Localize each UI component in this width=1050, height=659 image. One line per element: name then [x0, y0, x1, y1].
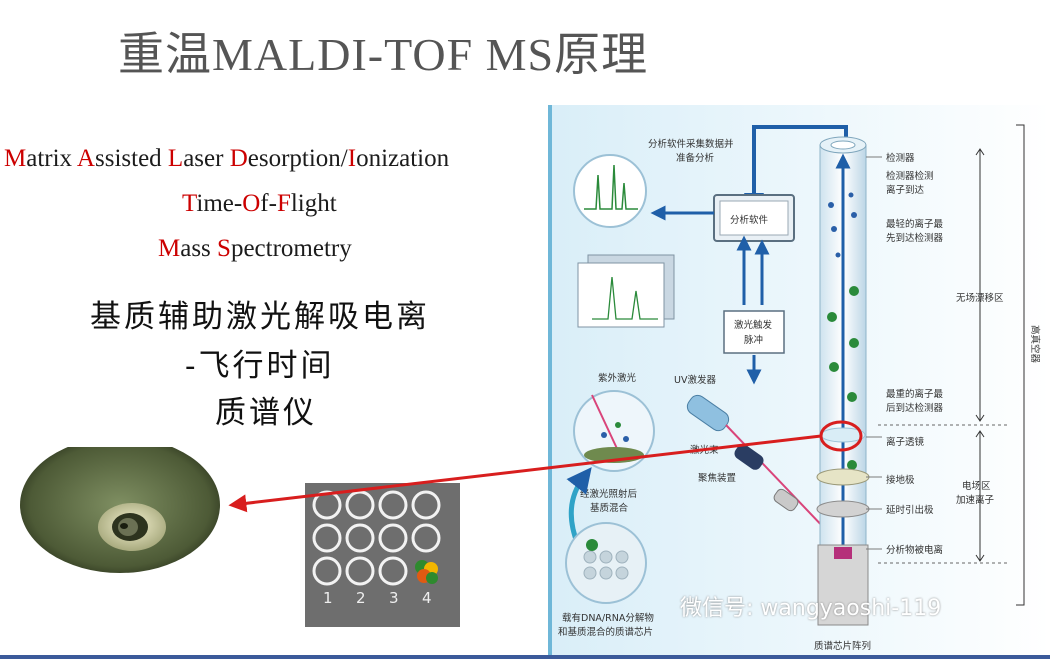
- label-detector-arrive-2: 离子到达: [886, 184, 925, 196]
- chinese-line-1: 基质辅助激光解吸电离: [90, 299, 430, 335]
- label-ionized: 分析物被电离: [886, 544, 943, 556]
- label-accel-2: 加速离子: [956, 494, 995, 506]
- label-software: 分析软件: [730, 214, 769, 226]
- english-line3-segment: S: [217, 235, 231, 262]
- english-line3-segment: ass: [180, 235, 218, 262]
- label-detector-arrive-1: 检测器检测: [886, 170, 934, 182]
- label-detector: 检测器: [886, 152, 915, 164]
- english-line2-segment: f-: [260, 190, 277, 217]
- sample-plate-image: 1 2 3 4: [305, 483, 460, 627]
- sample-spot-photo: [20, 447, 226, 575]
- label-irradiated-1: 经激光照射后: [580, 488, 638, 500]
- callout-arrow: [228, 434, 822, 513]
- english-line1-segment: M: [4, 145, 27, 172]
- english-line1-segment: ssisted: [94, 145, 168, 172]
- label-chip-holder: 质谱芯片阵列: [814, 640, 871, 652]
- english-line2-segment: T: [182, 190, 197, 217]
- label-accel-1: 电场区: [962, 480, 991, 492]
- english-line-maldi: Matrix Assisted Laser Desorption/Ionizat…: [4, 145, 449, 173]
- label-collect-1: 分析软件采集数据并: [648, 138, 734, 150]
- label-chip-2: 和基质混合的质谱芯片: [558, 626, 653, 638]
- english-line1-segment: I: [347, 145, 357, 172]
- label-heaviest-2: 后到达检测器: [886, 402, 944, 414]
- label-laser-trigger-1: 激光触发: [734, 319, 773, 331]
- plate-label-1: 1: [323, 589, 333, 607]
- data-arrow: [744, 125, 848, 213]
- label-ground: 接地极: [886, 474, 915, 486]
- label-ion-lens: 离子透镜: [886, 436, 925, 448]
- english-line-tof: Time-Of-Flight: [182, 190, 337, 218]
- english-line1-segment: atrix: [26, 145, 77, 172]
- page-title: 重温MALDI-TOF MS原理: [118, 29, 649, 80]
- label-lightest-2: 先到达检测器: [886, 232, 944, 244]
- label-delay: 延时引出极: [886, 504, 934, 516]
- chinese-line-2: -飞行时间: [185, 348, 335, 384]
- english-line1-segment: esorption/: [247, 145, 348, 172]
- watermark-text: 微信号: wangyaoshi-119: [680, 596, 942, 621]
- plate-label-3: 3: [389, 589, 399, 607]
- chinese-line-3: 质谱仪: [215, 395, 317, 431]
- english-line1-segment: L: [167, 145, 184, 172]
- label-focus: 聚焦装置: [698, 472, 736, 484]
- label-high-vacuum: 高真空器: [1029, 325, 1041, 364]
- label-lightest-1: 最轻的离子最: [886, 218, 944, 230]
- label-field-free: 无场漂移区: [956, 292, 1004, 304]
- label-uv-laser: UV激发器: [674, 374, 716, 386]
- software-screenshot: [577, 262, 665, 328]
- english-line2-segment: F: [276, 190, 291, 217]
- english-line1-segment: aser: [183, 145, 230, 172]
- english-line1-segment: A: [76, 145, 95, 172]
- plate-label-2: 2: [356, 589, 366, 607]
- lens-callout-circle: [819, 420, 863, 452]
- english-line1-segment: onization: [356, 145, 450, 172]
- bottom-bar: [0, 655, 1050, 659]
- maldi-tof-diagram: 分析软件采集数据并 准备分析 分析软件 激光触发 脉冲 UV激发器 激光束 聚焦…: [548, 105, 1050, 659]
- label-collect-2: 准备分析: [676, 152, 715, 164]
- plate-label-4: 4: [422, 589, 432, 607]
- label-heaviest-1: 最重的离子最: [886, 388, 944, 400]
- label-laser-trigger-2: 脉冲: [744, 334, 763, 346]
- english-line-ms: Mass Spectrometry: [158, 235, 352, 263]
- label-uv-light: 紫外激光: [598, 372, 637, 384]
- english-line2-segment: O: [242, 190, 261, 217]
- label-chip-1: 载有DNA/RNA分解物: [562, 612, 654, 624]
- sample-dot-cluster: [415, 560, 438, 584]
- english-line3-segment: pectrometry: [230, 235, 352, 262]
- english-line2-segment: light: [290, 190, 337, 217]
- english-line1-segment: D: [229, 145, 248, 172]
- english-line3-segment: M: [158, 235, 181, 262]
- english-line2-segment: ime-: [196, 190, 243, 217]
- laser-trigger-box: [723, 310, 785, 354]
- label-irradiated-2: 基质混合: [590, 502, 629, 514]
